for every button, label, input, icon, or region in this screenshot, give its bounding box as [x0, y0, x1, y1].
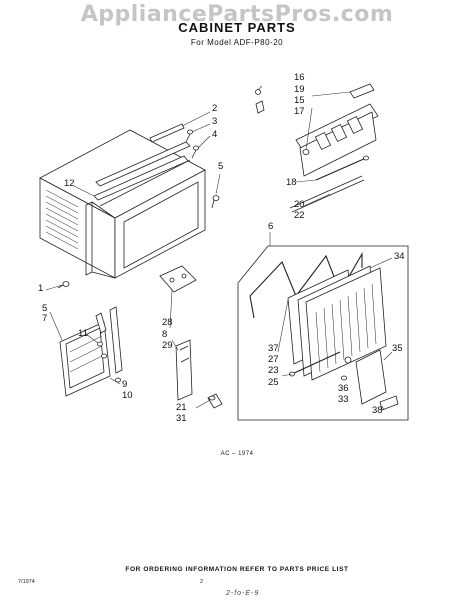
callout-1: 1 — [38, 283, 44, 294]
callout-5: 5 — [218, 161, 224, 172]
watermark-text: AppliancePartsPros.com — [80, 2, 394, 27]
callout-10: 10 — [122, 390, 133, 401]
callout-18: 18 — [286, 177, 297, 188]
callout-34: 34 — [394, 251, 405, 262]
leader-lines — [45, 85, 393, 411]
top-rails — [93, 123, 199, 201]
callout-11: 11 — [78, 328, 88, 339]
callout-29: 29 — [162, 340, 173, 351]
page-id: 7/1974 — [18, 579, 35, 585]
front-grille-assembly — [249, 251, 399, 411]
diagram-code: AC – 1974 — [220, 451, 254, 457]
callout-3: 3 — [212, 116, 218, 127]
callout-28: 28 — [162, 317, 173, 328]
callout-5-left: 5 — [42, 303, 48, 314]
louver-assembly — [255, 83, 379, 181]
callout-22: 22 — [294, 210, 305, 221]
screw-part-1 — [57, 281, 70, 289]
callout-16: 16 — [294, 72, 305, 83]
callout-27: 27 — [268, 354, 279, 365]
callout-4: 4 — [212, 129, 218, 140]
callout-19: 19 — [294, 84, 305, 95]
callout-38: 38 — [372, 405, 383, 416]
page-title: CABINET PARTS — [178, 20, 296, 35]
cabinet-shell — [39, 129, 206, 279]
page-number: 2 — [200, 579, 204, 585]
callout-21: 21 — [176, 402, 187, 413]
callout-37: 37 — [268, 343, 279, 354]
callout-8: 8 — [162, 329, 168, 340]
callout-9: 9 — [122, 379, 128, 390]
rod-part-20 — [289, 175, 365, 213]
callout-36: 36 — [338, 383, 349, 394]
callout-35: 35 — [392, 343, 403, 354]
side-curtain — [59, 306, 123, 397]
mount-bracket — [159, 265, 223, 409]
callout-31: 31 — [176, 413, 187, 424]
screw-part-5 — [211, 195, 220, 209]
handwritten-note: 2-fo-E-9 — [226, 590, 260, 597]
callout-33: 33 — [338, 394, 349, 405]
callout-7: 7 — [42, 313, 48, 324]
callout-25: 25 — [268, 377, 279, 388]
callout-20: 20 — [294, 199, 305, 210]
callout-2: 2 — [212, 103, 218, 114]
callout-6: 6 — [268, 221, 274, 232]
ordering-info-footer: FOR ORDERING INFORMATION REFER TO PARTS … — [125, 566, 349, 573]
callout-17: 17 — [294, 106, 305, 117]
callout-23: 23 — [268, 365, 279, 376]
model-subtitle: For Model ADF-P80-20 — [190, 38, 284, 47]
front-grille-box — [237, 245, 409, 421]
callout-12: 12 — [64, 178, 75, 189]
callout-15: 15 — [294, 95, 305, 106]
